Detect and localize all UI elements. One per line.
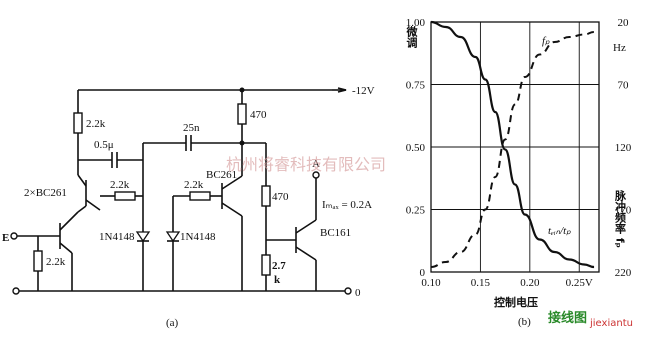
output-label: A bbox=[312, 158, 320, 170]
logo-watermark: 接线图 bbox=[548, 310, 587, 326]
supply-label: -12V bbox=[352, 85, 375, 97]
chart-grid bbox=[431, 22, 599, 272]
y-left-axis-label: 微调 bbox=[396, 25, 419, 49]
x-tick-label: 0.20 bbox=[520, 277, 540, 289]
circuit-diagram: -12V 0 2.2k 0.5μ 2×BC261 E bbox=[2, 85, 375, 329]
input-label: E bbox=[2, 232, 9, 244]
y-right-tick-label: 170 bbox=[615, 205, 632, 217]
resistor-right-label: 470 bbox=[272, 191, 289, 203]
x-tick-label: 0.15 bbox=[471, 277, 491, 289]
resistor-bottom-left-label: 2.2k bbox=[46, 256, 66, 268]
y-left-tick-label: 1.00 bbox=[406, 17, 426, 29]
x-tick-label: 0.25V bbox=[566, 277, 593, 289]
transistor-mid-label: BC261 bbox=[206, 169, 237, 181]
y-left-tick-label: 0 bbox=[420, 267, 426, 279]
resistor-right bbox=[261, 185, 271, 207]
resistor-mid-2 bbox=[189, 191, 211, 201]
x-tick-label: 0.10 bbox=[421, 277, 441, 289]
diode-2-label: 1N4148 bbox=[180, 231, 216, 243]
y-left-tick-label: 0.75 bbox=[406, 80, 426, 92]
series-line-ratio bbox=[430, 20, 595, 269]
y-left-tick-label: 0.25 bbox=[406, 205, 426, 217]
diode-1-label: 1N4148 bbox=[99, 231, 135, 243]
y-right-tick-label: 120 bbox=[615, 142, 632, 154]
resistor-top-left bbox=[73, 112, 83, 134]
y-right-axis-label: 脉冲频率 fₚ bbox=[614, 189, 628, 248]
resistor-mid-2-label: 2.2k bbox=[184, 179, 204, 191]
y-right-tick-label: 220 bbox=[615, 267, 632, 279]
transistor-right-label: BC161 bbox=[320, 227, 351, 239]
right-unit-label: Hz bbox=[613, 42, 626, 54]
y-right-tick-label: 20 bbox=[618, 17, 630, 29]
y-right-tick-labels: 20 70 120 170 220 bbox=[615, 17, 632, 279]
logo-url-watermark: jiexiantu bbox=[589, 318, 633, 329]
resistor-top-right bbox=[237, 103, 247, 125]
resistor-bottom-left bbox=[33, 250, 43, 272]
series-label-solid: tₑᵢₙ/tₚ bbox=[548, 225, 571, 237]
resistor-top-right-label: 470 bbox=[250, 109, 267, 121]
series-line-frequency bbox=[430, 31, 595, 268]
imax-label: Iₘₐₓ = 0.2A bbox=[322, 199, 372, 211]
caption-a: (a) bbox=[166, 317, 179, 329]
y-right-tick-label: 70 bbox=[618, 80, 630, 92]
y-left-tick-labels: 1.00 0.75 0.50 0.25 0 bbox=[406, 17, 426, 279]
y-left-tick-label: 0.50 bbox=[406, 142, 426, 154]
resistor-mid-1 bbox=[114, 191, 136, 201]
chart-series bbox=[430, 20, 595, 269]
cap-label-2: 25n bbox=[183, 122, 200, 134]
resistor-bottom-right-label-b: k bbox=[274, 274, 281, 286]
cap-label-1: 0.5μ bbox=[94, 139, 114, 151]
x-axis-label: 控制电压 bbox=[494, 295, 538, 309]
watermark-top: 杭州将睿科技有限公司 bbox=[226, 155, 386, 174]
chart: 0.10 0.15 0.20 0.25V 1.00 0.75 0.50 0.25 0 20 70… bbox=[396, 17, 632, 328]
ground-label: 0 bbox=[355, 287, 361, 299]
resistor-mid-1-label: 2.2k bbox=[110, 179, 130, 191]
x-tick-labels: 0.10 0.15 0.20 0.25V bbox=[421, 277, 593, 289]
resistor-bottom-right-label-a: 2.7 bbox=[272, 260, 286, 272]
resistor-bottom-right bbox=[261, 254, 271, 276]
series-label-dashed: fₚ bbox=[542, 35, 550, 47]
resistor-top-left-label: 2.2k bbox=[86, 118, 106, 130]
caption-b: (b) bbox=[518, 316, 531, 328]
transistor-left-label: 2×BC261 bbox=[24, 187, 67, 199]
